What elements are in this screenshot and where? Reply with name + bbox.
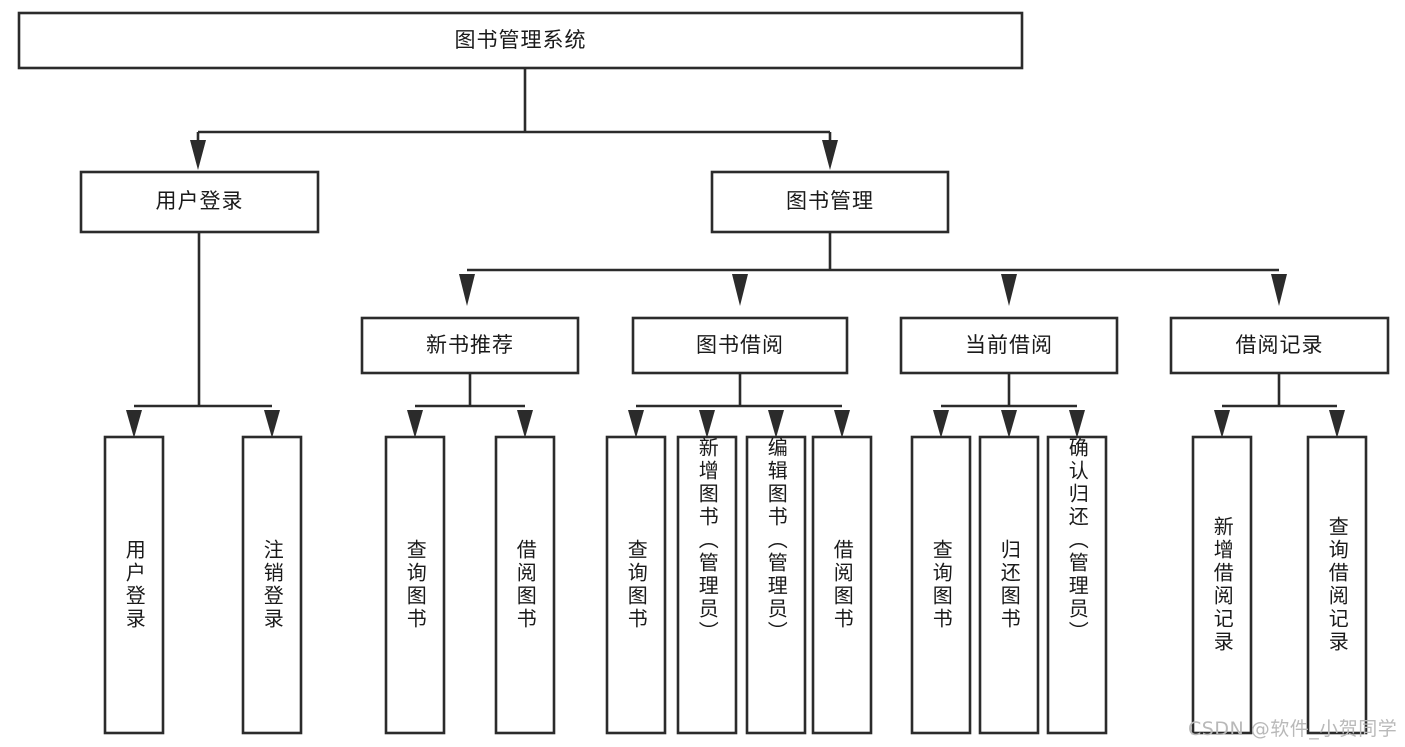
arrowhead-book-borrow — [732, 274, 748, 306]
node-user-login-box[interactable] — [79, 170, 320, 234]
arrowhead-cb-search-book — [933, 410, 949, 438]
arrowhead-user-login — [190, 140, 206, 170]
node-current-borrow-box[interactable] — [899, 316, 1119, 375]
leaf-box-user-login[interactable] — [103, 435, 165, 735]
node-book-manage-box[interactable] — [710, 170, 950, 234]
node-new-book-recommend-box[interactable] — [360, 316, 580, 375]
arrowhead-bb-search-book — [628, 410, 644, 438]
arrowhead-book-manage — [822, 140, 838, 170]
arrowhead-nbr-borrow-book — [517, 410, 533, 438]
arrowhead-leaf-logout — [264, 410, 280, 438]
arrowhead-current-borrow — [1001, 274, 1017, 306]
arrowhead-bb-borrow-book — [834, 410, 850, 438]
arrowhead-new-book-recommend — [459, 274, 475, 306]
arrowhead-br-search-record — [1329, 410, 1345, 438]
arrowhead-cb-confirm-return — [1069, 410, 1085, 438]
arrowhead-borrow-record — [1271, 274, 1287, 306]
leaf-box-bb-add-book[interactable] — [676, 435, 738, 735]
leaf-box-logout[interactable] — [241, 435, 303, 735]
arrowhead-br-add-record — [1214, 410, 1230, 438]
leaf-box-bb-edit-book[interactable] — [745, 435, 807, 735]
leaf-box-bb-borrow-book[interactable] — [811, 435, 873, 735]
leaf-box-nbr-search-book[interactable] — [384, 435, 446, 735]
leaf-box-cb-search-book[interactable] — [910, 435, 972, 735]
leaf-box-cb-confirm-return[interactable] — [1046, 435, 1108, 735]
leaf-box-bb-search-book[interactable] — [605, 435, 667, 735]
arrowhead-cb-return-book — [1001, 410, 1017, 438]
leaf-box-br-search-record[interactable] — [1306, 435, 1368, 735]
leaf-box-cb-return-book[interactable] — [978, 435, 1040, 735]
arrowhead-nbr-search-book — [407, 410, 423, 438]
arrowhead-bb-add-book — [699, 410, 715, 438]
node-borrow-record-box[interactable] — [1169, 316, 1390, 375]
node-book-borrow-box[interactable] — [631, 316, 849, 375]
leaf-box-nbr-borrow-book[interactable] — [494, 435, 556, 735]
arrowhead-leaf-user-login — [126, 410, 142, 438]
node-root-box[interactable] — [17, 11, 1024, 70]
leaf-box-br-add-record[interactable] — [1191, 435, 1253, 735]
arrowhead-bb-edit-book — [768, 410, 784, 438]
